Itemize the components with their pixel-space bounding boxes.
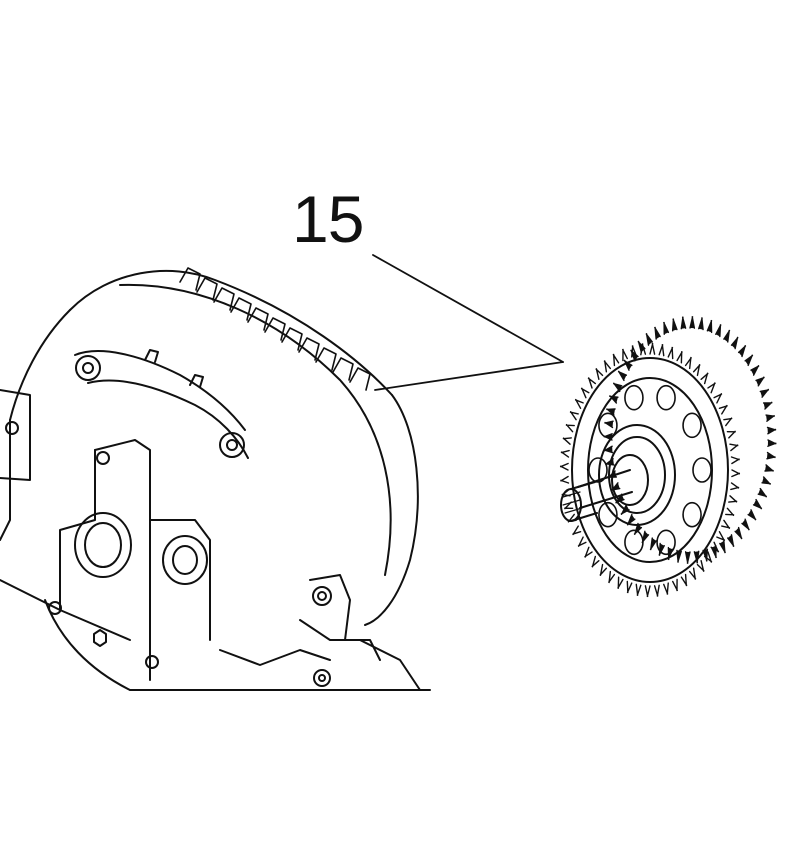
gear-front-teeth [559, 342, 741, 598]
leader-lines [372, 254, 564, 391]
callout-number: 15 [292, 182, 364, 256]
motor-housing [0, 269, 431, 691]
gear-assembly [559, 316, 777, 598]
housing-gear-teeth [179, 267, 371, 391]
gear-lightening-holes [588, 384, 712, 556]
